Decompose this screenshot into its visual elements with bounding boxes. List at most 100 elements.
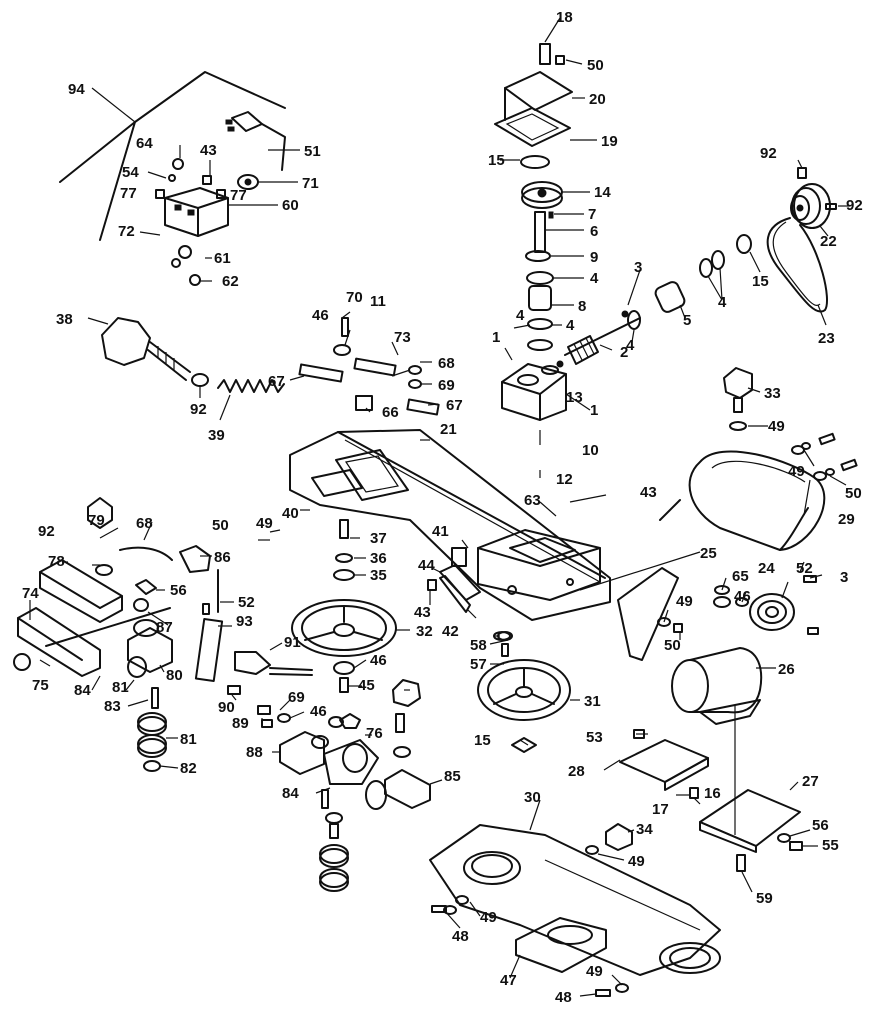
callout-49-c: 49 <box>788 463 805 480</box>
callout-67-b: 67 <box>446 397 463 414</box>
callout-45: 45 <box>358 677 375 694</box>
callout-1-b: 1 <box>590 402 598 419</box>
callout-34: 34 <box>636 821 653 838</box>
callout-90: 90 <box>218 699 235 716</box>
callout-32: 32 <box>416 623 433 640</box>
callout-7: 7 <box>588 206 596 223</box>
gearbox-housing <box>501 363 567 421</box>
gearbox-group <box>494 43 752 421</box>
callout-26: 26 <box>778 661 795 678</box>
base-30 <box>429 823 721 997</box>
callout-37: 37 <box>370 530 387 547</box>
callout-93: 93 <box>236 613 253 630</box>
callout-5: 5 <box>683 312 691 329</box>
callout-85: 85 <box>444 768 461 785</box>
switch-box-group <box>59 71 286 286</box>
handwheel-32 <box>291 519 397 693</box>
callout-49-f: 49 <box>480 909 497 926</box>
callout-80: 80 <box>166 667 183 684</box>
callout-52-a: 52 <box>238 594 255 611</box>
callout-55: 55 <box>822 837 839 854</box>
callout-53: 53 <box>586 729 603 746</box>
callout-48-b: 48 <box>555 989 572 1006</box>
callout-14: 14 <box>594 184 611 201</box>
bracket-41-group <box>427 547 511 641</box>
callout-3-b: 3 <box>840 569 848 586</box>
callout-72: 72 <box>118 223 135 240</box>
callout-92-a: 92 <box>760 145 777 162</box>
bracket-93 <box>194 618 224 682</box>
callout-62: 62 <box>222 273 239 290</box>
callout-77-b: 77 <box>230 187 247 204</box>
callout-39: 39 <box>208 427 225 444</box>
callout-29: 29 <box>838 511 855 528</box>
callout-31: 31 <box>584 693 601 710</box>
leader-lines <box>29 17 850 997</box>
callout-19: 19 <box>601 133 618 150</box>
callout-35: 35 <box>370 567 387 584</box>
pulley-belt-group <box>766 167 837 313</box>
guide-bracket-group <box>179 545 313 728</box>
callout-16: 16 <box>704 785 721 802</box>
callout-28: 28 <box>568 763 585 780</box>
callout-15-c: 15 <box>474 732 491 749</box>
callout-9: 9 <box>590 249 598 266</box>
callout-89: 89 <box>232 715 249 732</box>
callout-43-a: 43 <box>200 142 217 159</box>
callout-42: 42 <box>442 623 459 640</box>
callout-46-b: 46 <box>370 652 387 669</box>
callout-22: 22 <box>820 233 837 250</box>
worm-gear-14 <box>521 181 563 209</box>
lower-guide-group <box>279 679 431 892</box>
callout-15-b: 15 <box>752 273 769 290</box>
mount-plate-27 <box>699 705 803 872</box>
callout-57: 57 <box>470 656 487 673</box>
callout-15-a: 15 <box>488 152 505 169</box>
callout-87: 87 <box>156 619 173 636</box>
bearing-5 <box>654 281 686 313</box>
pan-47 <box>515 917 607 973</box>
gearbox-gasket <box>494 107 571 147</box>
callout-84-b: 84 <box>282 785 299 802</box>
plate-88 <box>279 731 325 775</box>
callout-13: 13 <box>566 389 583 406</box>
callout-91: 91 <box>284 634 301 651</box>
callout-83: 83 <box>104 698 121 715</box>
mount-plate-28 <box>619 729 709 799</box>
callout-74: 74 <box>22 585 39 602</box>
switch-box <box>164 187 229 237</box>
callout-36: 36 <box>370 550 387 567</box>
guide-rod-91 <box>234 651 313 676</box>
callout-50-c: 50 <box>212 517 229 534</box>
callout-47: 47 <box>500 972 517 989</box>
callout-4-d: 4 <box>626 337 635 354</box>
callout-25: 25 <box>700 545 717 562</box>
callout-69-b: 69 <box>288 689 305 706</box>
callout-73: 73 <box>394 329 411 346</box>
callout-50-b: 50 <box>845 485 862 502</box>
callout-1-a: 1 <box>492 329 500 346</box>
callout-63: 63 <box>524 492 541 509</box>
worm-shaft <box>564 317 641 365</box>
callout-67-a: 67 <box>268 373 285 390</box>
callout-60: 60 <box>282 197 299 214</box>
motor-26 <box>657 575 819 725</box>
callout-21: 21 <box>440 421 457 438</box>
callout-48-a: 48 <box>452 928 469 945</box>
callout-38: 38 <box>56 311 73 328</box>
callout-76: 76 <box>366 725 383 742</box>
callout-49-a: 49 <box>256 515 273 532</box>
callout-17: 17 <box>652 801 669 818</box>
callout-61: 61 <box>214 250 231 267</box>
callout-92-c: 92 <box>190 401 207 418</box>
callout-88: 88 <box>246 744 263 761</box>
v-belt <box>766 217 829 313</box>
callout-50-a: 50 <box>587 57 604 74</box>
callout-50-d: 50 <box>664 637 681 654</box>
callout-68-a: 68 <box>438 355 455 372</box>
callout-59: 59 <box>756 890 773 907</box>
callout-70: 70 <box>346 289 363 306</box>
callout-44: 44 <box>418 557 435 574</box>
roller-bearing-81 <box>137 712 167 772</box>
